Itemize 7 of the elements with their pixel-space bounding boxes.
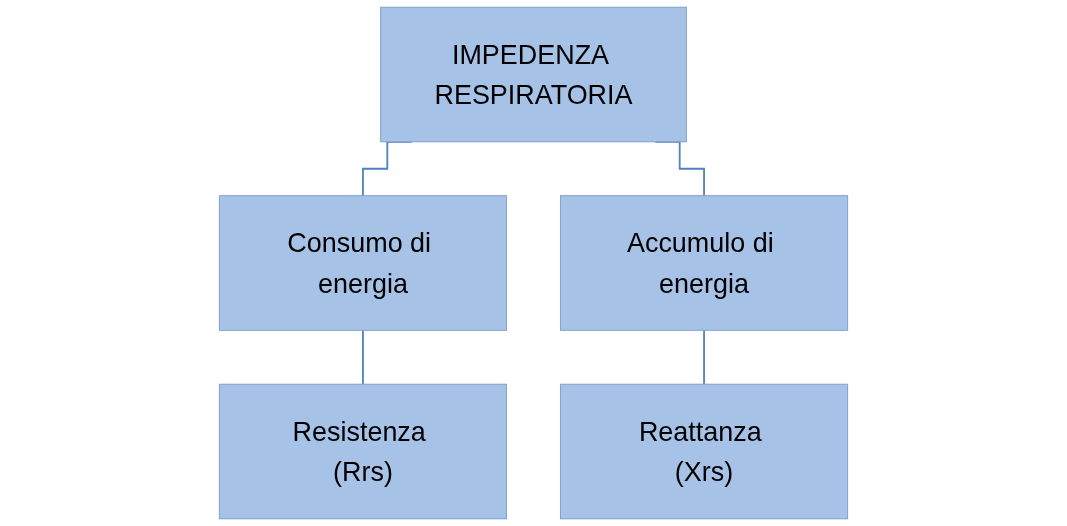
connector bbox=[703, 329, 705, 386]
node-box: Consumo di energia bbox=[218, 195, 507, 331]
node-box: IMPEDENZA RESPIRATORIA bbox=[380, 6, 687, 143]
node-box: Accumulo di energia bbox=[559, 195, 849, 331]
node-box: Resistenza (Rrs) bbox=[218, 383, 507, 520]
connector bbox=[362, 329, 364, 386]
node-box: Reattanza (Xrs) bbox=[559, 383, 849, 520]
